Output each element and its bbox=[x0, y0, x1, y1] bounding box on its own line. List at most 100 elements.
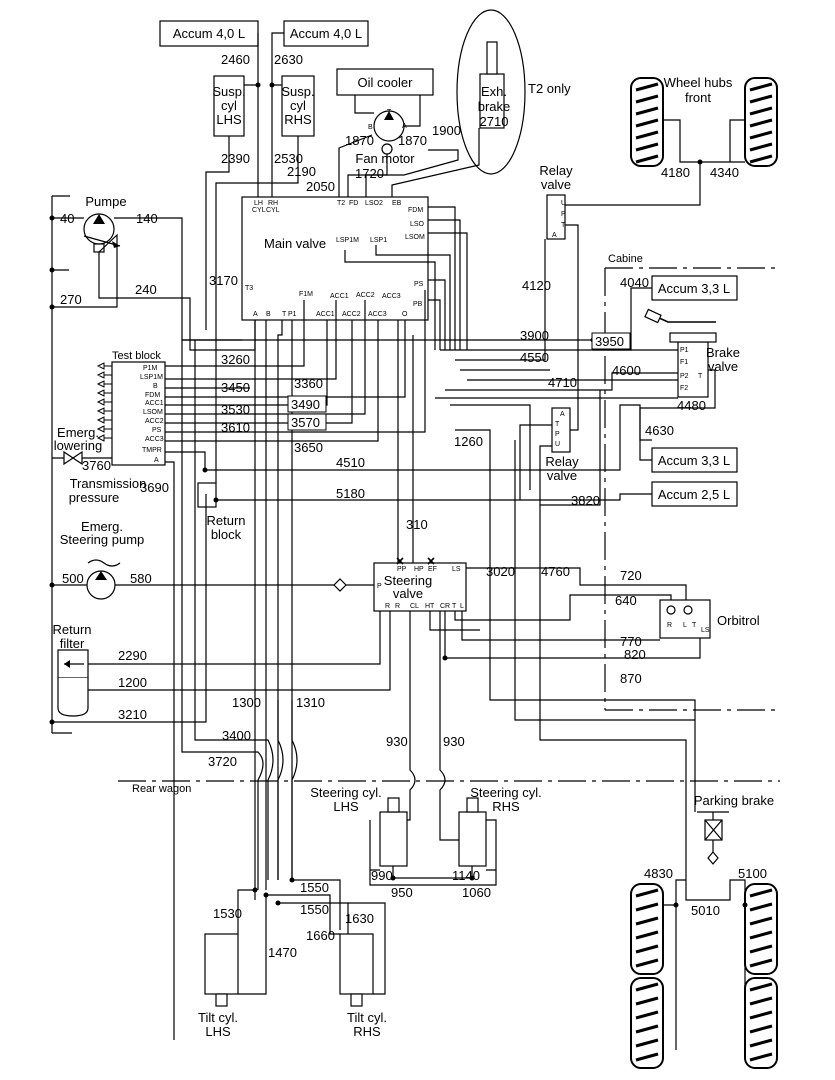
ln-140: 140 bbox=[136, 211, 158, 226]
bv-port-f1: F1 bbox=[680, 359, 688, 366]
mv-port-lso: LSO bbox=[410, 221, 425, 228]
line-240 bbox=[98, 252, 256, 351]
ln-270: 270 bbox=[60, 292, 82, 307]
line-mv-bottom bbox=[254, 320, 293, 900]
mv-port-acc3-in: ACC3 bbox=[382, 293, 401, 300]
mv-port-t2: T2 bbox=[337, 200, 345, 207]
ln-3170: 3170 bbox=[209, 273, 238, 288]
line-right-bus bbox=[182, 239, 678, 490]
ln-1660: 1660 bbox=[306, 928, 335, 943]
test-block-ports: P1M LSP1M B FDM ACC1 LSOM ACC2 PS ACC3 T… bbox=[140, 365, 164, 464]
line-exh bbox=[365, 128, 480, 197]
line-left-frame bbox=[51, 195, 118, 733]
mv-port-lso2: LSO2 bbox=[365, 200, 383, 207]
ln-930-b: 930 bbox=[443, 734, 465, 749]
accum-33-a-label: Accum 3,3 L bbox=[658, 281, 730, 296]
line-sv-ht bbox=[429, 611, 480, 631]
tilt-cyl-rhs-rod bbox=[350, 993, 363, 1007]
ln-4510: 4510 bbox=[336, 455, 365, 470]
steering-valve-box bbox=[373, 562, 467, 612]
mv-port-f1m: F1M bbox=[299, 291, 313, 298]
main-valve-label: Main valve bbox=[264, 236, 326, 251]
steering-valve-l2: valve bbox=[393, 586, 423, 601]
fan-motor-arrow-icon bbox=[384, 111, 394, 120]
steering-cyl-rhs-box bbox=[458, 811, 487, 867]
tilt-cyl-lhs-box bbox=[204, 933, 239, 995]
line-3360 bbox=[165, 300, 337, 380]
line-770 bbox=[461, 611, 660, 641]
ln-3950: 3950 bbox=[595, 334, 624, 349]
tb-port-ps: PS bbox=[152, 427, 162, 434]
ln-820: 820 bbox=[624, 647, 646, 662]
mv-port-a: A bbox=[253, 311, 258, 318]
ln-1550-b: 1550 bbox=[300, 902, 329, 917]
ln-930-a: 930 bbox=[386, 734, 408, 749]
ln-1300: 1300 bbox=[232, 695, 261, 710]
orb-port-r: R bbox=[667, 622, 672, 629]
sv-port-l: L bbox=[460, 603, 464, 610]
sv-port-ef: EF bbox=[428, 566, 437, 573]
front-left-wheel bbox=[630, 77, 664, 167]
wheel-hubs-l2: front bbox=[685, 90, 711, 105]
accum-box-1 bbox=[159, 20, 259, 47]
line-1200 bbox=[88, 611, 391, 691]
mv-port-p1: P1 bbox=[288, 311, 297, 318]
oil-cooler-box bbox=[336, 68, 434, 96]
rv2-port-a: A bbox=[560, 411, 565, 418]
steering-plugged-ports-icon bbox=[396, 557, 435, 565]
susp-rhs-l2: cyl bbox=[290, 98, 306, 113]
ln-1900: 1900 bbox=[432, 123, 461, 138]
steering-cyl-lhs-l2: LHS bbox=[333, 799, 359, 814]
t2-only-outline bbox=[456, 9, 526, 175]
tb-port-lsom: LSOM bbox=[143, 409, 163, 416]
orb-port-ls: LS bbox=[701, 627, 710, 634]
rv2-port-p: P bbox=[555, 431, 560, 438]
ln-1060: 1060 bbox=[462, 885, 491, 900]
mv-port-acc1-in: ACC1 bbox=[330, 293, 349, 300]
accum-33-b-label: Accum 3,3 L bbox=[658, 453, 730, 468]
ln-4480: 4480 bbox=[677, 398, 706, 413]
line-mv-ps bbox=[428, 279, 446, 350]
mv-port-fdm: FDM bbox=[408, 207, 423, 214]
steering-cyl-rhs-l2: RHS bbox=[492, 799, 520, 814]
tilt-cyl-rhs-l2: RHS bbox=[353, 1024, 381, 1039]
tilt-cyl-lhs-l2: LHS bbox=[205, 1024, 231, 1039]
ln-3760: 3760 bbox=[82, 458, 111, 473]
tb-port-p1m: P1M bbox=[143, 365, 158, 372]
line-cooler bbox=[354, 95, 421, 127]
return-filter-l2: filter bbox=[60, 636, 85, 651]
ln-3650: 3650 bbox=[294, 440, 323, 455]
ln-4550: 4550 bbox=[520, 350, 549, 365]
ln-3950-box bbox=[591, 332, 631, 350]
ln-1550-a: 1550 bbox=[300, 880, 329, 895]
line-3210 bbox=[52, 500, 207, 723]
mv-port-t: T bbox=[282, 311, 287, 318]
line-720 bbox=[466, 567, 687, 600]
fan-port-b: B bbox=[368, 124, 373, 131]
steering-cyl-lhs-rod bbox=[387, 797, 400, 813]
susp-lhs-l1: Susp. bbox=[212, 84, 245, 99]
ln-1530: 1530 bbox=[213, 906, 242, 921]
ln-2190: 2190 bbox=[287, 164, 316, 179]
sv-port-ht: HT bbox=[425, 603, 435, 610]
return-block-box bbox=[197, 482, 217, 508]
tilt-cyl-rhs-l1: Tilt cyl. bbox=[347, 1010, 387, 1025]
ln-1630: 1630 bbox=[345, 911, 374, 926]
oil-cooler-label: Oil cooler bbox=[358, 75, 414, 90]
relay-valve-top-l1: Relay bbox=[539, 163, 573, 178]
emerg-steering-l2: Steering pump bbox=[60, 532, 145, 547]
ln-1470: 1470 bbox=[268, 945, 297, 960]
ln-2290: 2290 bbox=[118, 648, 147, 663]
ln-2630: 2630 bbox=[274, 52, 303, 67]
mv-port-pb: PB bbox=[413, 301, 423, 308]
rv1-port-p: P bbox=[561, 211, 566, 218]
accum-25-box bbox=[651, 481, 738, 507]
line-3260 bbox=[165, 300, 305, 367]
tb-port-a: A bbox=[154, 457, 159, 464]
mv-port-acc2: ACC2 bbox=[342, 311, 361, 318]
ln-3820: 3820 bbox=[571, 493, 600, 508]
ln-4340: 4340 bbox=[710, 165, 739, 180]
brake-pedal-base bbox=[669, 332, 717, 343]
ln-2530: 2530 bbox=[274, 151, 303, 166]
tilt-cyl-rhs-box bbox=[339, 933, 374, 995]
